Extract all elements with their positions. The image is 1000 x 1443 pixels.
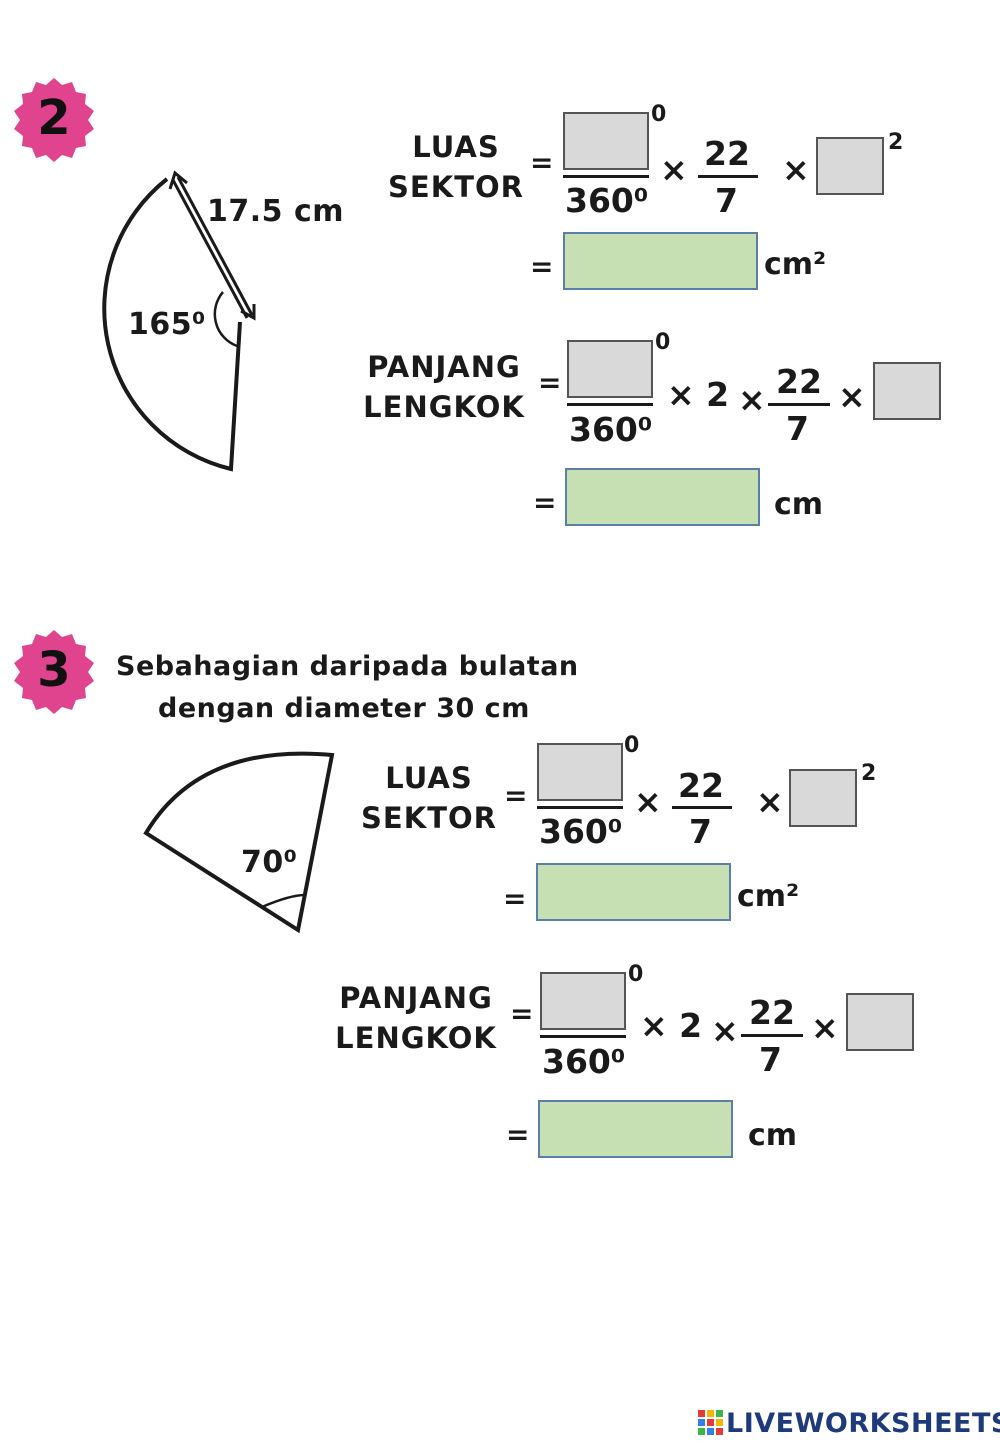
angle-label: 70⁰ bbox=[241, 845, 298, 880]
question-prompt: Sebahagian daripada bulatan dengan diame… bbox=[116, 651, 579, 724]
times-sign: × bbox=[660, 150, 688, 189]
radius-input-box[interactable] bbox=[846, 993, 914, 1051]
logo-grid-icon bbox=[698, 1410, 723, 1435]
equals-sign: = bbox=[533, 486, 557, 519]
angle-arc bbox=[213, 291, 238, 348]
times-sign: × bbox=[634, 782, 662, 821]
times-two: × 2 bbox=[667, 375, 730, 414]
times-sign: × bbox=[738, 380, 766, 419]
radius-input-box[interactable] bbox=[789, 769, 857, 827]
angle-arc bbox=[261, 893, 306, 909]
liveworksheets-logo[interactable]: LIVEWORKSHEETS bbox=[698, 1407, 1000, 1439]
sector-diagram bbox=[143, 751, 335, 934]
denominator: 360⁰ bbox=[569, 410, 653, 449]
fraction-bar bbox=[768, 403, 830, 406]
equals-sign: = bbox=[530, 146, 554, 179]
fraction-bar bbox=[537, 806, 623, 809]
denominator: 360⁰ bbox=[542, 1042, 626, 1081]
denominator: 360⁰ bbox=[565, 181, 649, 220]
equals-sign: = bbox=[504, 779, 528, 812]
equals-sign: = bbox=[503, 882, 527, 915]
fraction-denominator: 7 bbox=[715, 181, 738, 220]
unit-label: cm² bbox=[764, 247, 827, 282]
times-sign: × bbox=[756, 782, 784, 821]
formula-label: PANJANG LENGKOK bbox=[335, 981, 497, 1055]
angle-input-box[interactable] bbox=[563, 112, 649, 170]
denominator: 360⁰ bbox=[539, 812, 623, 851]
arc-answer-box[interactable] bbox=[565, 468, 760, 526]
degree-mark: 0 bbox=[655, 330, 671, 355]
fraction-denominator: 7 bbox=[759, 1040, 782, 1079]
fraction-bar bbox=[698, 175, 758, 178]
fraction-bar bbox=[672, 806, 732, 809]
formula-label: PANJANG LENGKOK bbox=[363, 350, 525, 424]
arc-answer-box[interactable] bbox=[538, 1100, 733, 1158]
degree-mark: 0 bbox=[628, 962, 644, 987]
radius-input-box[interactable] bbox=[816, 137, 884, 195]
unit-label: cm² bbox=[737, 879, 800, 914]
sector-outline bbox=[143, 751, 335, 934]
radius-input-box[interactable] bbox=[873, 362, 941, 420]
question-number-badge: 2 bbox=[10, 76, 98, 164]
fraction-denominator: 7 bbox=[786, 409, 809, 448]
area-answer-box[interactable] bbox=[563, 232, 758, 290]
times-sign: × bbox=[711, 1011, 739, 1050]
fraction-denominator: 7 bbox=[689, 812, 712, 851]
equals-sign: = bbox=[530, 250, 554, 283]
unit-label: cm bbox=[774, 487, 824, 522]
fraction-bar bbox=[540, 1035, 626, 1038]
degree-mark: 0 bbox=[651, 102, 667, 127]
formula-label: LUAS SEKTOR bbox=[388, 130, 524, 204]
fraction-numerator: 22 bbox=[776, 362, 822, 401]
sector-outline bbox=[102, 177, 242, 472]
degree-mark: 0 bbox=[624, 733, 640, 758]
fraction-bar bbox=[563, 175, 649, 178]
brand-name: LIVEWORKSHEETS bbox=[726, 1407, 1000, 1439]
badge-shape-icon bbox=[14, 78, 94, 162]
fraction-bar bbox=[567, 403, 653, 406]
radius-dimension-arrow bbox=[176, 176, 254, 316]
badge-number: 2 bbox=[37, 90, 71, 146]
badge-shape-icon bbox=[14, 630, 94, 714]
angle-input-box[interactable] bbox=[537, 743, 623, 801]
equals-sign: = bbox=[510, 997, 534, 1030]
square-exponent: 2 bbox=[861, 761, 877, 786]
unit-label: cm bbox=[748, 1118, 798, 1153]
equals-sign: = bbox=[538, 366, 562, 399]
times-sign: × bbox=[782, 150, 810, 189]
angle-input-box[interactable] bbox=[540, 972, 626, 1030]
fraction-numerator: 22 bbox=[749, 993, 795, 1032]
area-answer-box[interactable] bbox=[536, 863, 731, 921]
fraction-numerator: 22 bbox=[678, 766, 724, 805]
question-number-badge: 3 bbox=[10, 628, 98, 716]
times-two: × 2 bbox=[640, 1006, 703, 1045]
times-sign: × bbox=[811, 1008, 839, 1047]
radius-label: 17.5 cm bbox=[207, 194, 345, 229]
angle-label: 165⁰ bbox=[128, 307, 206, 342]
square-exponent: 2 bbox=[888, 130, 904, 155]
sector-diagram bbox=[102, 170, 256, 472]
angle-input-box[interactable] bbox=[567, 340, 653, 398]
fraction-bar bbox=[741, 1034, 803, 1037]
badge-number: 3 bbox=[37, 642, 71, 698]
times-sign: × bbox=[838, 377, 866, 416]
equals-sign: = bbox=[506, 1118, 530, 1151]
fraction-numerator: 22 bbox=[704, 134, 750, 173]
formula-label: LUAS SEKTOR bbox=[361, 761, 497, 835]
